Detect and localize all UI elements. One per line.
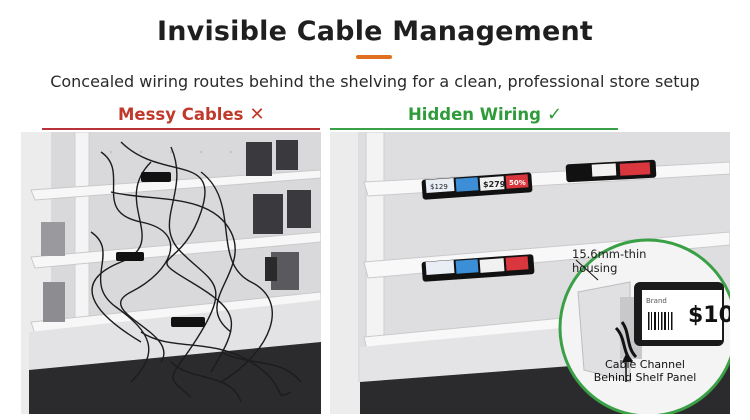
housing-line-2: housing: [572, 261, 618, 275]
messy-shelf-illustration: [21, 132, 321, 414]
sale-label-1: 50%: [509, 179, 526, 187]
channel-line-2: Behind Shelf Panel: [593, 371, 697, 384]
price-label-2: $279: [483, 180, 506, 189]
cross-icon: ✕: [249, 104, 265, 125]
housing-callout: 15.6mm-thin housing: [572, 247, 646, 275]
check-icon: ✓: [546, 104, 563, 125]
channel-callout: Cable Channel Behind Shelf Panel: [580, 358, 710, 384]
price-label-1: $129: [430, 183, 448, 191]
messy-divider: [42, 128, 320, 130]
messy-cables-label: Messy Cables ✕: [118, 104, 265, 125]
title-underline: [356, 55, 392, 59]
page-title: Invisible Cable Management: [156, 16, 593, 47]
hidden-wiring-photo: $129 $279 50% Brand $10: [330, 132, 730, 414]
hidden-wiring-illustration: $129 $279 50% Brand $10: [330, 132, 730, 414]
hidden-wiring-label: Hidden Wiring ✓: [408, 104, 562, 125]
housing-line-1: 15.6mm-thin: [572, 247, 647, 261]
hidden-wiring-text: Hidden Wiring: [408, 105, 541, 124]
channel-line-1: Cable Channel: [605, 358, 685, 371]
messy-cables-text: Messy Cables: [118, 105, 244, 124]
hidden-divider: [330, 128, 618, 130]
messy-shelf-photo: [21, 132, 321, 414]
zoom-price: $10: [688, 303, 730, 328]
zoom-brand: Brand: [646, 297, 667, 305]
page-subtitle: Concealed wiring routes behind the shelv…: [50, 72, 700, 91]
